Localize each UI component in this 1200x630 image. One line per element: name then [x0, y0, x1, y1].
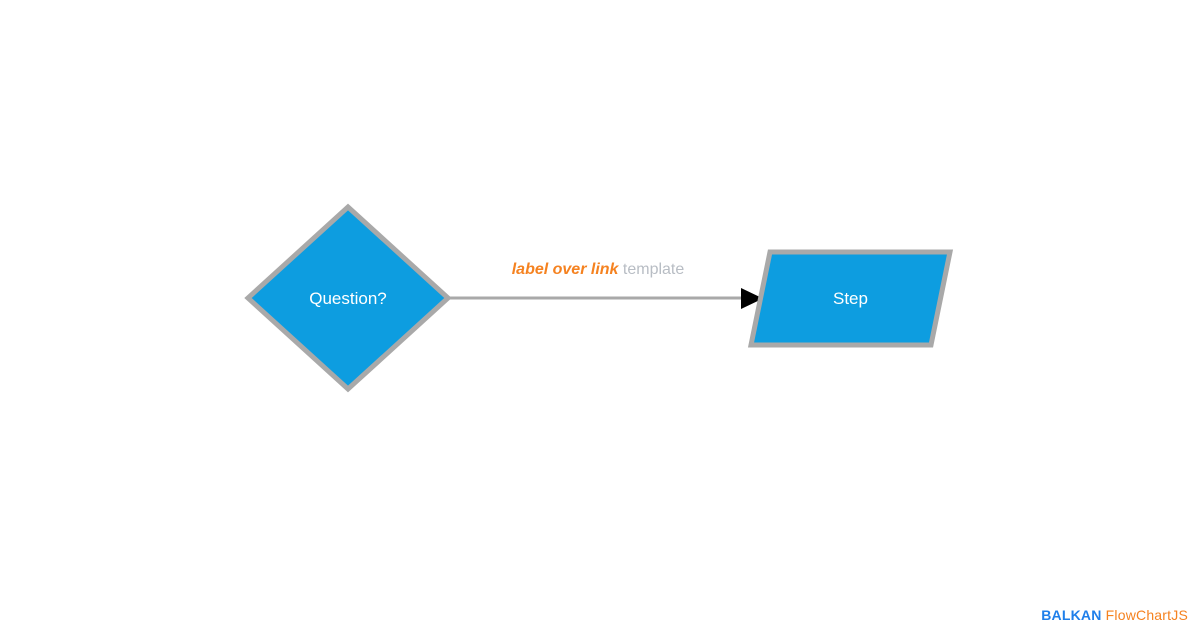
- watermark-brand-text: BALKAN: [1041, 607, 1102, 623]
- node-shape-parallelogram-step[interactable]: [747, 249, 954, 348]
- link-label-accent-text: label over link: [511, 261, 619, 278]
- link-label-question-to-step: label over link template: [428, 262, 768, 278]
- arrow-head-icon: [741, 288, 763, 309]
- node-shape-diamond-question[interactable]: [244, 203, 452, 393]
- watermark[interactable]: BALKAN FlowChartJS: [1041, 608, 1188, 622]
- watermark-product-text: FlowChartJS: [1105, 607, 1188, 623]
- link-label-muted-text: template: [622, 261, 685, 278]
